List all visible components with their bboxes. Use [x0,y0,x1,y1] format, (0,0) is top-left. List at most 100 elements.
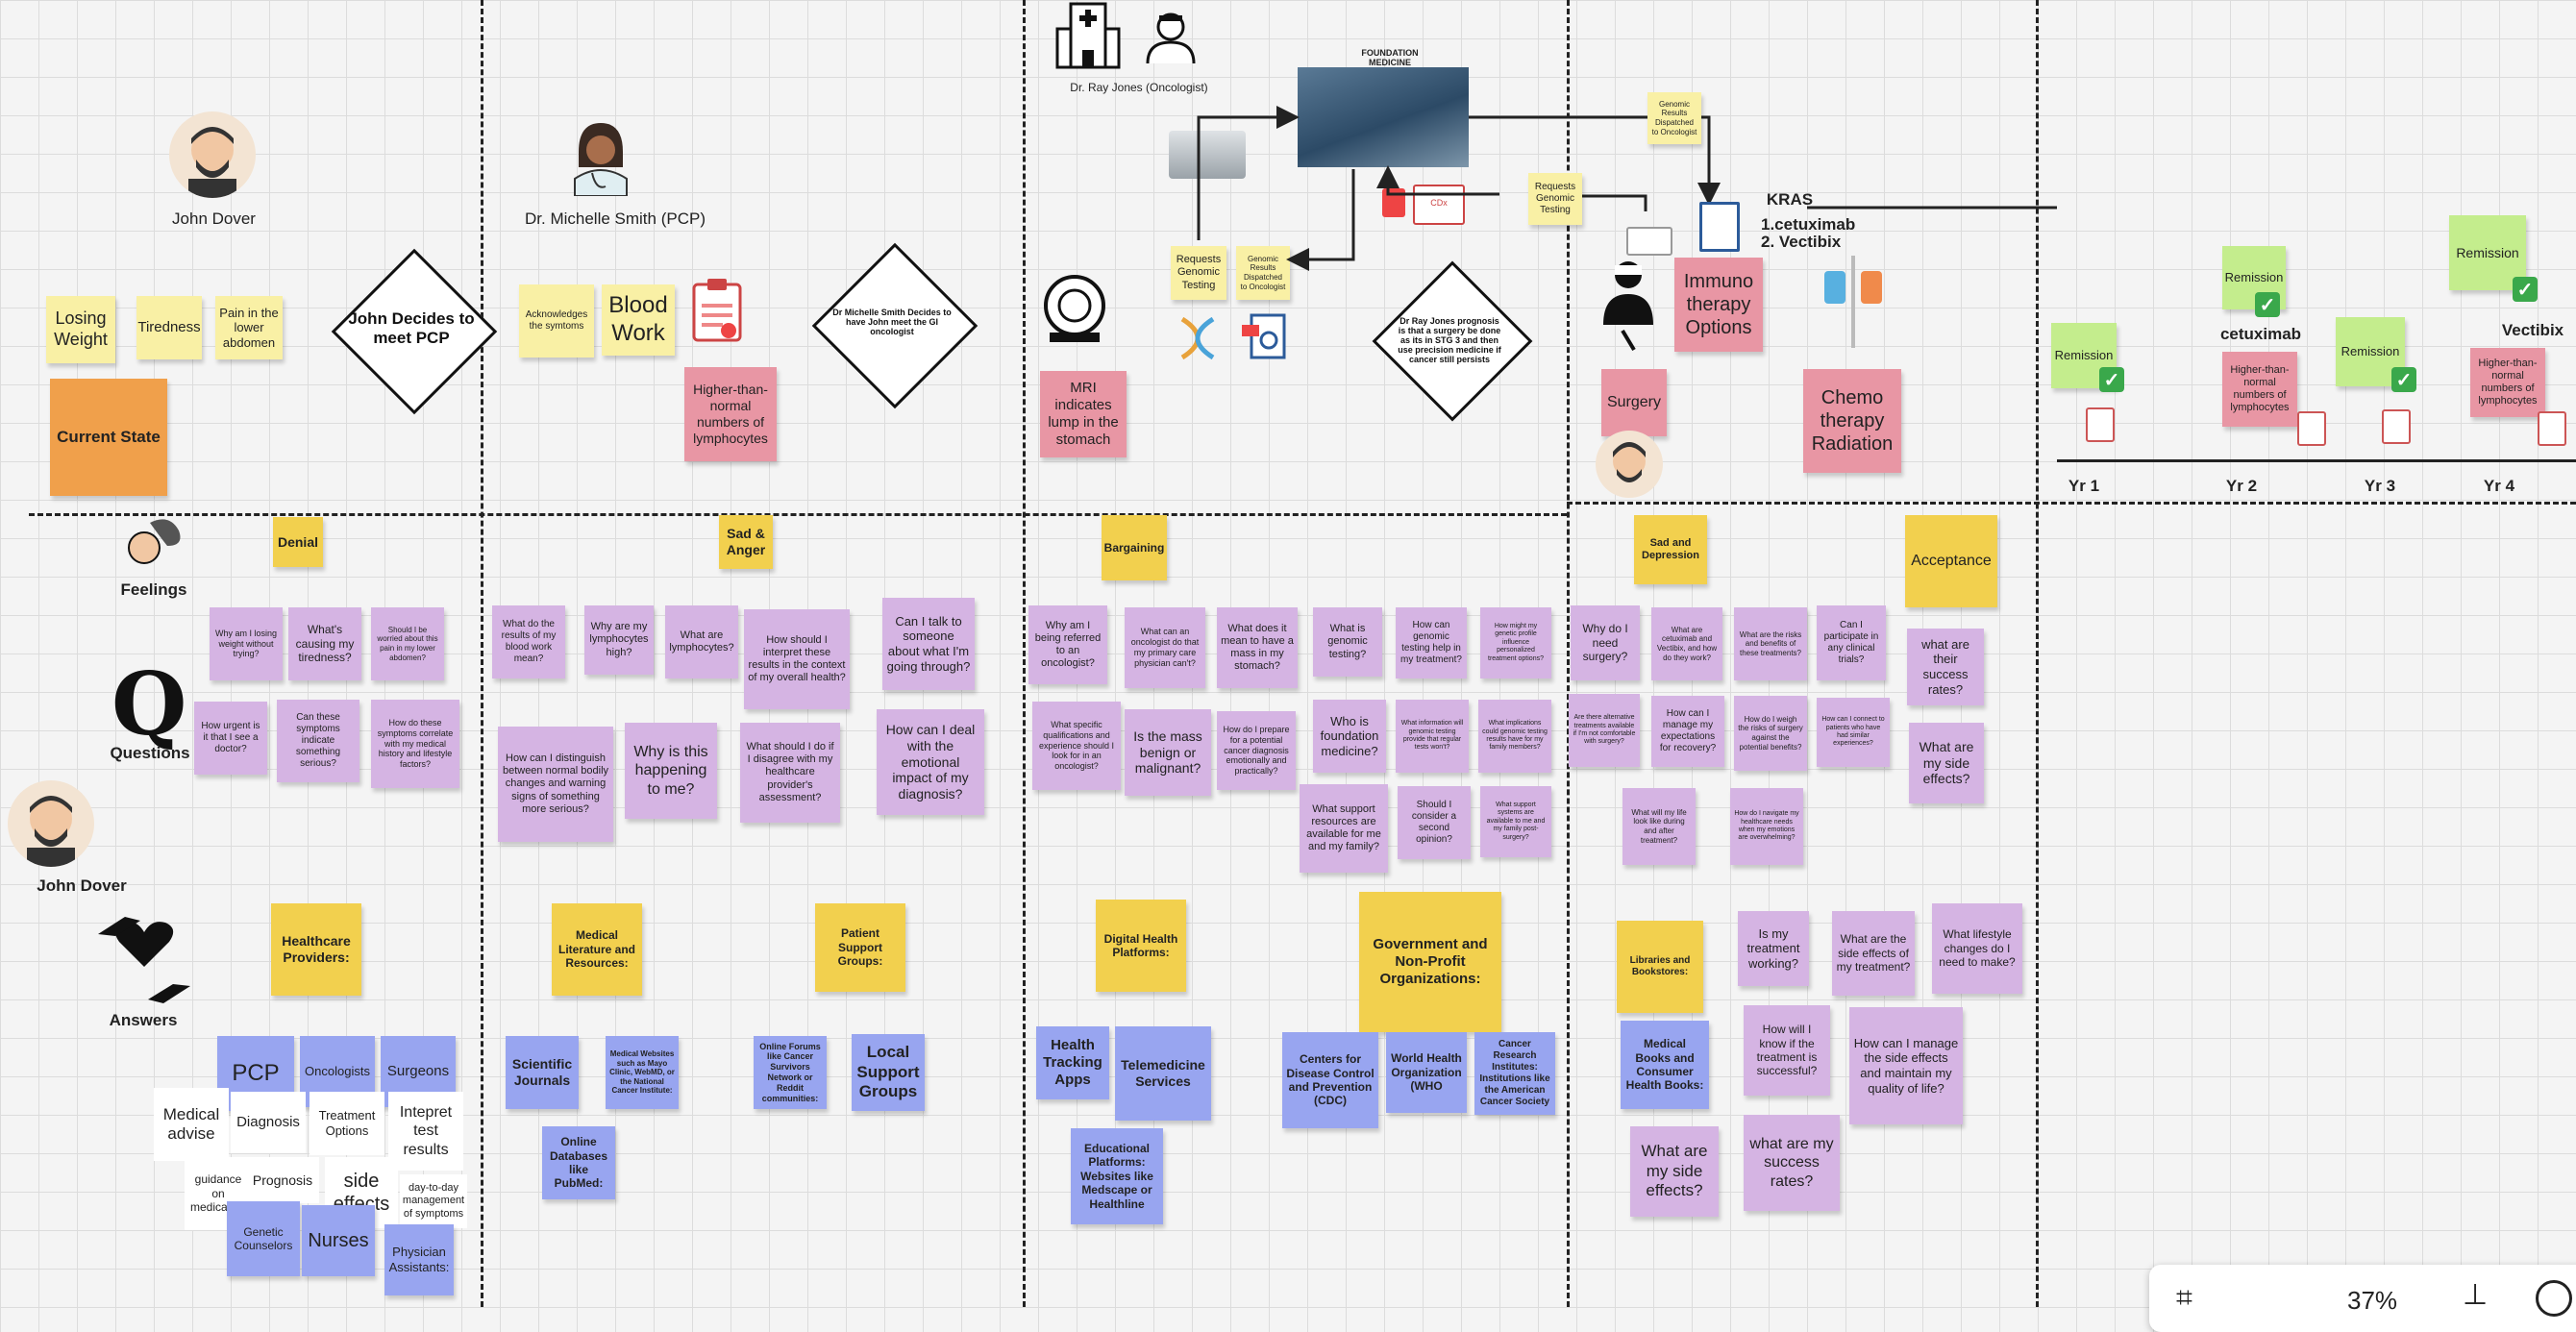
question-s4-6[interactable]: Are there alternative treatments availab… [1569,694,1640,767]
answer-diagnosis[interactable]: Diagnosis [231,1092,306,1153]
question-s2-4[interactable]: How should I interpret these results in … [744,609,850,709]
sticky-requests-genomic-4[interactable]: Requests Genomic Testing [1528,173,1582,225]
question-s2-3[interactable]: What are lymphocytes? [665,605,738,678]
answer-cdc[interactable]: Centers for Disease Control and Preventi… [1282,1032,1378,1128]
question-s3-6[interactable]: How might my genetic profile influence p… [1480,607,1551,678]
answer-educational[interactable]: Educational Platforms: Websites like Med… [1071,1128,1163,1224]
sticky-genomic-results-4[interactable]: Genomic Results Dispatched to Oncologist [1647,92,1701,144]
question-s4-11[interactable]: What will my life look like during and a… [1622,788,1696,865]
question-s1-3[interactable]: Should I be worried about this pain in m… [371,607,444,680]
sticky-surgery[interactable]: Surgery [1601,369,1667,436]
answer-interpret-results[interactable]: Intepret test results [388,1092,463,1171]
sticky-chemo[interactable]: Chemo therapy Radiation [1803,369,1901,473]
sticky-text: Surgery [1607,393,1661,411]
question-s4-8[interactable]: How do I weigh the risks of surgery agai… [1734,696,1807,771]
question-s2-6[interactable]: How can I distinguish between normal bod… [498,727,613,842]
feeling-bargaining[interactable]: Bargaining [1102,515,1167,580]
answer-medical-websites[interactable]: Medical Websites such as Mayo Clinic, We… [606,1036,679,1109]
answer-medical-advise[interactable]: Medical advise [154,1088,229,1161]
question-s3-8[interactable]: Is the mass benign or malignant? [1125,709,1211,796]
answer-local-support[interactable]: Local Support Groups [852,1034,925,1111]
question-s3-2[interactable]: What can an oncologist do that my primar… [1125,607,1205,688]
feeling-sad-anger[interactable]: Sad & Anger [719,515,773,569]
question-s3-10[interactable]: Who is foundation medicine? [1313,700,1386,773]
question-s4-10[interactable]: What are my side effects? [1909,723,1984,803]
sticky-acknowledges[interactable]: Acknowledges the symtoms [519,284,594,358]
question-s4-9[interactable]: How can I connect to patients who have h… [1817,698,1890,767]
question-s4-7[interactable]: How can I manage my expectations for rec… [1651,696,1724,767]
question-s3-3[interactable]: What does it mean to have a mass in my s… [1217,607,1298,688]
sticky-pain-abdomen[interactable]: Pain in the lower abdomen [215,296,283,359]
answer-pubmed[interactable]: Online Databases like PubMed: [542,1126,615,1199]
sticky-immunotherapy[interactable]: Immuno therapy Options [1674,258,1763,352]
answer-medical-books[interactable]: Medical Books and Consumer Health Books: [1621,1021,1709,1109]
question-s2-8[interactable]: What should I do if I disagree with my h… [740,723,840,823]
answer-header-literature[interactable]: Medical Literature and Resources: [552,903,642,996]
answer-header-libraries[interactable]: Libraries and Bookstores: [1617,921,1703,1013]
question-s3-1[interactable]: Why am I being referred to an oncologist… [1028,605,1107,684]
sticky-mri-lump[interactable]: MRI indicates lump in the stomach [1040,371,1127,457]
sticky-blood-work[interactable]: Blood Work [602,284,675,356]
question-s3-12[interactable]: What implications could genomic testing … [1478,700,1551,773]
answer-header-digital[interactable]: Digital Health Platforms: [1096,900,1186,992]
answer-scientific-journals[interactable]: Scientific Journals [506,1036,579,1109]
feeling-acceptance[interactable]: Acceptance [1905,515,1997,607]
question-s2-9[interactable]: How can I deal with the emotional impact… [877,709,984,815]
question-s2-7[interactable]: Why is this happening to me? [625,723,717,819]
question-s3-14[interactable]: Should I consider a second opinion? [1398,786,1471,859]
answer-nurses[interactable]: Nurses [302,1205,375,1276]
question-s3-4[interactable]: What is genomic testing? [1313,607,1382,677]
question-s3-13[interactable]: What support resources are available for… [1300,784,1388,873]
question-s1-6[interactable]: How do these symptoms correlate with my … [371,700,459,788]
question-s4-1[interactable]: Why do I need surgery? [1571,605,1640,680]
question-s4-4[interactable]: Can I participate in any clinical trials… [1817,605,1886,680]
question-s1-5[interactable]: Can these symptoms indicate something se… [277,700,359,782]
answer-day-to-day[interactable]: day-to-day management of symptoms [400,1174,467,1228]
question-s4-2[interactable]: What are cetuximab and Vectibix, and how… [1651,607,1722,680]
answer-s4-3[interactable]: What lifestyle changes do I need to make… [1932,903,2022,994]
answer-prognosis[interactable]: Prognosis [246,1157,319,1203]
question-s4-5[interactable]: what are their success rates? [1907,629,1984,705]
answer-header-healthcare[interactable]: Healthcare Providers: [271,903,361,996]
question-s1-2[interactable]: What's causing my tiredness? [288,607,361,680]
sticky-lymph-yr2[interactable]: Higher-than-normal numbers of lymphocyte… [2222,352,2297,427]
question-s2-5[interactable]: Can I talk to someone about what I'm goi… [882,598,975,690]
question-s3-9[interactable]: How do I prepare for a potential cancer … [1217,711,1296,790]
question-s4-12[interactable]: How do I navigate my healthcare needs wh… [1730,788,1803,865]
answer-s4-5[interactable]: How can I manage the side effects and ma… [1849,1007,1963,1124]
answer-s4-1[interactable]: Is my treatment working? [1738,911,1809,986]
answer-telemedicine[interactable]: Telemedicine Services [1115,1026,1211,1121]
question-s1-1[interactable]: Why am I losing weight without trying? [210,607,283,680]
question-s2-1[interactable]: What do the results of my blood work mea… [492,605,565,678]
answer-header-government[interactable]: Government and Non-Profit Organizations: [1359,892,1501,1032]
answer-health-tracking[interactable]: Health Tracking Apps [1036,1026,1109,1099]
answer-s4-6[interactable]: What are my side effects? [1630,1126,1719,1217]
sticky-lymphocytes[interactable]: Higher-than-normal numbers of lymphocyte… [684,367,777,461]
question-s2-2[interactable]: Why are my lymphocytes high? [584,605,654,675]
answer-physician-assistants[interactable]: Physician Assistants: [384,1224,454,1295]
answer-online-forums[interactable]: Online Forums like Cancer Survivors Netw… [754,1036,827,1109]
sticky-current-state[interactable]: Current State [50,379,167,496]
sticky-losing-weight[interactable]: Losing Weight [46,296,115,363]
feeling-denial[interactable]: Denial [273,517,323,567]
answer-treatment-options[interactable]: Treatment Options [310,1092,384,1155]
question-s3-15[interactable]: What support systems are available to me… [1480,786,1551,857]
zoom-level[interactable]: 37% [2347,1286,2397,1316]
answer-cancer-research[interactable]: Cancer Research Institutes: Institutions… [1474,1032,1555,1115]
question-s3-7[interactable]: What specific qualifications and experie… [1032,702,1121,790]
answer-genetic-counselors[interactable]: Genetic Counselors [227,1201,300,1276]
feeling-sad-depression[interactable]: Sad and Depression [1634,515,1707,584]
answer-s4-7[interactable]: what are my success rates? [1744,1115,1840,1211]
sticky-lymph-yr4[interactable]: Higher-than-normal numbers of lymphocyte… [2470,348,2545,417]
answer-s4-4[interactable]: How will I know if the treatment is succ… [1744,1005,1830,1096]
question-s4-3[interactable]: What are the risks and benefits of these… [1734,607,1807,680]
crop-icon[interactable]: ⌗ [2176,1282,2192,1315]
question-s1-4[interactable]: How urgent is it that I see a doctor? [194,702,267,775]
sticky-tiredness[interactable]: Tiredness [136,296,202,359]
question-s3-11[interactable]: What information will genomic testing pr… [1396,700,1469,773]
answer-s4-2[interactable]: What are the side effects of my treatmen… [1832,911,1915,996]
answer-who[interactable]: World Health Organization (WHO [1386,1032,1467,1113]
question-s3-5[interactable]: How can genomic testing help in my treat… [1396,607,1467,678]
answer-header-support-groups[interactable]: Patient Support Groups: [815,903,905,992]
help-icon[interactable] [2536,1280,2572,1317]
